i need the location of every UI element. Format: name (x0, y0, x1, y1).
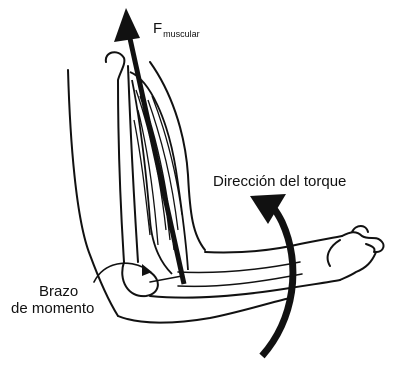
torque-direction-arrow (250, 194, 293, 356)
force-subscript: muscular (163, 29, 200, 39)
moment-arm-marker (94, 263, 182, 282)
muscle-force-arrow (114, 8, 184, 284)
moment-arm-label-line2: de momento (11, 300, 94, 317)
hand (328, 226, 384, 280)
torque-direction-label: Dirección del torque (213, 173, 346, 190)
muscle-force-label: Fmuscular (153, 20, 199, 37)
force-symbol: F (153, 20, 162, 37)
moment-arm-label-line1: Brazo (39, 283, 78, 300)
